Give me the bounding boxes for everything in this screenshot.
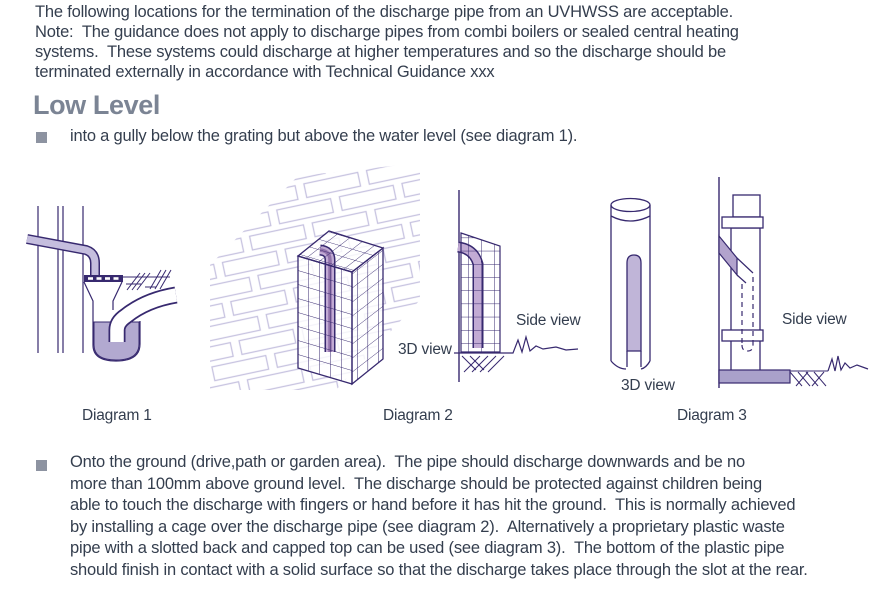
bullet-marker — [36, 132, 47, 143]
ground-hatching — [123, 269, 172, 291]
bullet-gully-text: into a gully below the grating but above… — [70, 127, 578, 145]
cage-side-view — [454, 190, 579, 382]
bullet-marker — [36, 460, 47, 471]
pipe-side-view — [718, 177, 869, 388]
d3-3d-view-label: 3D view — [621, 377, 676, 394]
hidden-pipe-dashed — [741, 277, 754, 352]
ground-line — [454, 334, 579, 355]
solid-base — [718, 369, 791, 384]
section-heading-low-level: Low Level — [33, 90, 160, 120]
cage-3d-view — [296, 230, 385, 386]
ground-hatching — [789, 370, 828, 387]
pipe-slot — [626, 254, 642, 352]
diagram-1-caption: Diagram 1 — [82, 407, 152, 424]
d2-side-view-label: Side view — [516, 312, 582, 329]
diagram-1-gully — [26, 206, 178, 362]
discharge-pipe — [26, 234, 100, 276]
diagrams-figure: 3D view Side view — [26, 163, 869, 394]
outlet-pipe — [108, 286, 178, 342]
d2-3d-view-label: 3D view — [398, 341, 453, 358]
ground-zigzag — [827, 355, 869, 372]
diagram-2-cage: 3D view Side view — [210, 163, 582, 390]
pipe-3d-view — [610, 197, 651, 370]
bracket-top — [721, 216, 764, 229]
pipe-cap — [732, 194, 761, 218]
gully-trap-outline — [83, 281, 141, 362]
wall-lines — [37, 206, 84, 353]
diagram-3-slotted-pipe: 3D view Side view — [610, 177, 869, 394]
ground-hatching — [461, 355, 505, 373]
intro-paragraph: The following locations for the terminat… — [35, 3, 739, 81]
bullet-ground-text: Onto the ground (drive,path or garden ar… — [70, 453, 808, 579]
diagram-2-caption: Diagram 2 — [383, 407, 453, 424]
pipe-body — [730, 227, 761, 372]
d3-side-view-label: Side view — [782, 311, 848, 328]
grating — [84, 275, 123, 282]
diagram-3-caption: Diagram 3 — [677, 407, 747, 424]
